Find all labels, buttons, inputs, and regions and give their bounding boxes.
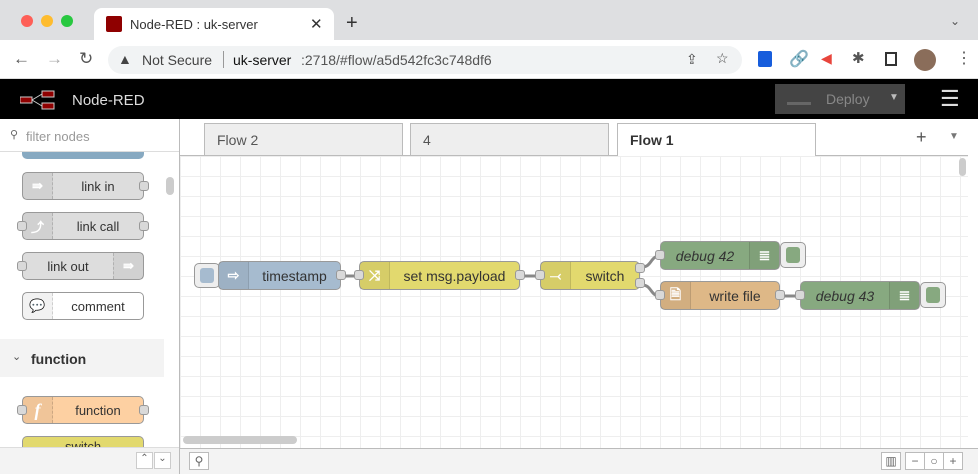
close-window-button[interactable] <box>21 15 33 27</box>
add-flow-button[interactable]: + <box>916 127 927 147</box>
main-menu-button[interactable]: ☰ <box>940 86 960 111</box>
url-path: :2718/#flow/a5d542fc3c748df6 <box>301 52 492 68</box>
flow-canvas[interactable]: ⇨timestamp ⤨set msg.payload ⤙switch debu… <box>180 155 968 448</box>
navigator-map-icon[interactable]: ▥ <box>881 452 901 470</box>
flow-list-dropdown-icon[interactable]: ▼ <box>949 131 959 142</box>
bookmark-star-icon[interactable]: ☆ <box>716 50 729 66</box>
minimize-window-button[interactable] <box>41 15 53 27</box>
link-out-icon: ⇛ <box>113 253 143 279</box>
extensions-puzzle-icon[interactable]: ✱ <box>852 50 865 67</box>
search-icon: ⚲ <box>10 129 19 141</box>
input-port[interactable] <box>795 290 805 300</box>
input-port[interactable] <box>535 270 545 280</box>
palette-node-comment[interactable]: 💬comment <box>22 292 144 320</box>
flow-node-debug-42[interactable]: debug 42≣ <box>655 241 780 270</box>
comment-icon: 💬 <box>23 293 53 319</box>
bitwarden-extension-icon[interactable] <box>758 51 772 67</box>
tab-title: Node-RED : uk-server <box>130 17 258 32</box>
output-port-1[interactable] <box>635 263 645 273</box>
output-port[interactable] <box>515 270 525 280</box>
zoom-in-button[interactable]: + <box>943 452 963 470</box>
omnibox[interactable]: ▲ Not Secure uk-server :2718/#flow/a5d54… <box>108 46 742 74</box>
chevron-down-icon: ⌄ <box>12 351 22 363</box>
inject-button[interactable] <box>194 263 220 288</box>
palette-node-partial[interactable] <box>22 152 144 159</box>
palette-scrollbar[interactable] <box>166 177 174 195</box>
node-red-favicon-icon <box>106 16 122 32</box>
function-icon: f <box>23 397 53 423</box>
debug-42-toggle[interactable] <box>780 242 806 268</box>
app-name: Node-RED <box>72 92 145 109</box>
inject-arrow-icon: ⇨ <box>219 262 249 289</box>
output-port[interactable] <box>336 270 346 280</box>
workspace-footer <box>180 448 978 474</box>
palette-sidebar: ⚲ filter nodes ⇛link in ⤴link call link … <box>0 119 180 474</box>
input-port[interactable] <box>354 270 364 280</box>
forward-icon[interactable]: → <box>46 49 63 68</box>
filter-input[interactable]: filter nodes <box>26 129 90 144</box>
palette-filter[interactable]: ⚲ filter nodes <box>0 119 179 152</box>
output-port-2[interactable] <box>635 278 645 288</box>
flow-node-timestamp[interactable]: ⇨timestamp <box>218 261 346 290</box>
link-extension-icon[interactable]: 🔗 <box>789 51 809 68</box>
tab-flow-1[interactable]: Flow 1 <box>617 123 816 156</box>
zoom-out-button[interactable]: − <box>905 452 925 470</box>
flow-node-set-msg-payload[interactable]: ⤨set msg.payload <box>354 261 525 290</box>
output-port[interactable] <box>775 290 785 300</box>
back-icon[interactable]: ← <box>13 49 30 68</box>
url-host: uk-server <box>233 52 292 68</box>
debug-list-icon: ≣ <box>749 242 779 269</box>
switch-icon: ⤙ <box>541 262 571 289</box>
shuffle-icon: ⤨ <box>360 262 390 289</box>
palette-node-switch[interactable]: switch <box>22 436 144 447</box>
zoom-reset-button[interactable]: ○ <box>924 452 944 470</box>
horizontal-scrollbar[interactable] <box>183 436 297 444</box>
browser-tab[interactable]: Node-RED : uk-server ✕ <box>94 8 334 41</box>
debug-list-icon: ≣ <box>889 282 919 309</box>
link-in-icon: ⇛ <box>23 173 53 199</box>
collapse-all-icon[interactable]: ⌃ <box>136 452 153 469</box>
close-tab-icon[interactable]: ✕ <box>310 16 323 33</box>
reload-icon[interactable]: ↻ <box>79 49 94 68</box>
input-port[interactable] <box>655 290 665 300</box>
palette-node-link-in[interactable]: ⇛link in <box>22 172 149 200</box>
new-tab-button[interactable]: + <box>346 12 358 34</box>
input-port[interactable] <box>655 250 665 260</box>
browser-tab-bar: Node-RED : uk-server ✕ + ⌄ <box>0 0 978 41</box>
tab-search-chevron-icon[interactable]: ⌄ <box>950 14 961 28</box>
deploy-button[interactable]: Deploy ▼ <box>775 84 905 114</box>
warning-icon: ▲ <box>118 51 132 67</box>
maximize-window-button[interactable] <box>61 15 73 27</box>
profile-avatar[interactable] <box>914 49 936 71</box>
deploy-dropdown-icon[interactable]: ▼ <box>889 92 899 103</box>
more-menu-icon[interactable]: ⋮ <box>956 50 972 67</box>
expand-all-icon[interactable]: ⌄ <box>154 452 171 469</box>
palette-category-function[interactable]: ⌄ function <box>0 339 164 377</box>
palette-node-link-out[interactable]: link out⇛ <box>17 252 144 280</box>
file-icon: 🗎 <box>661 282 691 309</box>
node-red-header: Node-RED Deploy ▼ ☰ <box>0 79 978 119</box>
link-call-icon: ⤴ <box>23 213 53 239</box>
tab-4[interactable]: 4 <box>410 123 609 155</box>
tab-flow-2[interactable]: Flow 2 <box>204 123 403 155</box>
deploy-icon <box>787 93 811 105</box>
node-red-logo-icon <box>20 90 55 110</box>
vertical-scrollbar[interactable] <box>959 158 966 176</box>
share-icon[interactable]: ⇪ <box>686 51 698 67</box>
debug-43-toggle[interactable] <box>920 282 946 308</box>
search-flows-icon[interactable]: ⚲ <box>189 452 209 470</box>
security-label: Not Secure <box>142 52 213 68</box>
flow-node-write-file[interactable]: 🗎write file <box>655 281 785 310</box>
flow-node-debug-43[interactable]: debug 43≣ <box>795 281 920 310</box>
side-panel-icon[interactable] <box>885 52 897 66</box>
palette-node-link-call[interactable]: ⤴link call <box>17 212 149 240</box>
megaphone-extension-icon[interactable]: ◀ <box>821 50 832 66</box>
flow-node-switch[interactable]: ⤙switch <box>535 261 645 290</box>
